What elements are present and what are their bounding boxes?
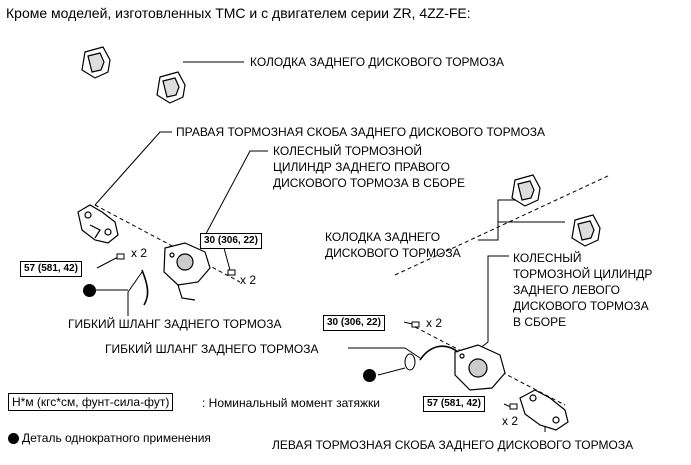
leader-caliper-right — [94, 131, 172, 206]
brake-pad-2-drawing — [511, 174, 601, 247]
brake-pad-1-drawing — [81, 46, 186, 104]
bolt-57-right — [116, 253, 125, 260]
qty-bolt-30-right: x 2 — [240, 273, 257, 287]
cylinder-right-drawing — [163, 242, 211, 301]
legend-non-reusable: Деталь однократного применения — [22, 431, 211, 445]
cylinder-left-drawing — [454, 344, 506, 391]
legend-torque-desc: : Номинальный момент затяжки — [202, 396, 380, 410]
label-hose-1: ГИБКИЙ ШЛАНГ ЗАДНЕГО ТОРМОЗА — [68, 317, 282, 331]
bolt-30-left — [411, 321, 420, 328]
torque-30-left: 30 (306, 22) — [323, 315, 385, 331]
label-pad-rear-1: КОЛОДКА ЗАДНЕГО ДИСКОВОГО ТОРМОЗА — [250, 55, 505, 69]
hose-right-drawing — [141, 269, 149, 306]
label-cylinder-right: КОЛЕСНЫЙ ТОРМОЗНОЙ ЦИЛИНДР ЗАДНЕГО ПРАВО… — [273, 144, 466, 190]
hose-left-drawing — [419, 345, 459, 361]
non-reusable-dot-1 — [83, 284, 96, 297]
qty-bolt-30-left: x 2 — [426, 316, 443, 330]
axis-right — [94, 204, 241, 283]
bolt-57-left — [509, 403, 518, 410]
leader-hose-1 — [127, 271, 143, 316]
caliper-right-drawing — [77, 204, 119, 244]
label-caliper-right: ПРАВАЯ ТОРМОЗНАЯ СКОБА ЗАДНЕГО ДИСКОВОГО… — [176, 125, 546, 139]
page-title: Кроме моделей, изготовленных TMC и с дви… — [6, 5, 471, 21]
label-cylinder-left: КОЛЕСНЫЙ ТОРМОЗНОЙ ЦИЛИНДР ЗАДНЕГО ЛЕВОГ… — [513, 251, 653, 329]
leader-cylinder-right — [199, 150, 268, 246]
label-caliper-left: ЛЕВАЯ ТОРМОЗНАЯ СКОБА ЗАДНЕГО ДИСКОВОГО … — [272, 438, 634, 452]
qty-bolt-57-left: x 2 — [502, 414, 519, 428]
torque-57-left: 57 (581, 42) — [423, 396, 485, 412]
non-reusable-dot-2 — [363, 369, 376, 382]
label-hose-2: ГИБКИЙ ШЛАНГ ЗАДНЕГО ТОРМОЗА — [105, 342, 319, 356]
leader-pad-2 — [478, 199, 520, 241]
torque-30-right: 30 (306, 22) — [200, 233, 262, 249]
leader-hose-2 — [348, 347, 421, 359]
bolt-30-right — [227, 269, 236, 276]
caliper-left-drawing — [519, 389, 569, 431]
legend-dot-icon — [8, 433, 19, 444]
legend-torque-unit: Н*м (кгс*см, фунт-сила-фут) — [8, 393, 174, 411]
qty-bolt-57-right: x 2 — [131, 246, 148, 260]
torque-57-right: 57 (581, 42) — [20, 261, 82, 277]
axis-pads-left — [394, 174, 611, 276]
label-pad-rear-2: КОЛОДКА ЗАДНЕГО ДИСКОВОГО ТОРМОЗА — [325, 230, 461, 260]
gasket-left — [404, 353, 416, 371]
leader-cylinder-left — [477, 255, 509, 351]
